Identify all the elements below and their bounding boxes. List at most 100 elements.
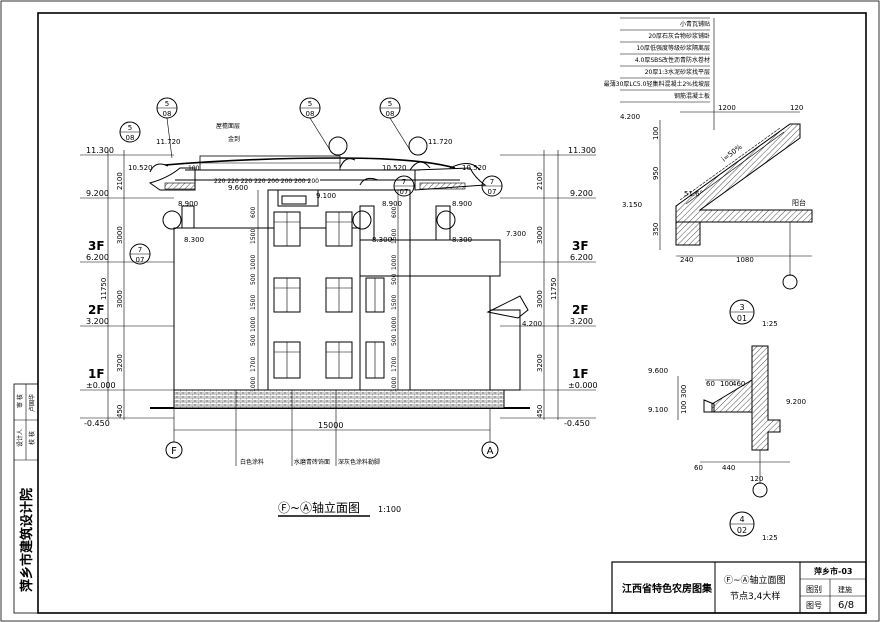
win-dim-6: 1000	[250, 317, 257, 332]
level-8300-c: 8.300	[452, 236, 472, 244]
center-volume	[267, 189, 411, 391]
svg-text:02: 02	[737, 526, 747, 535]
left-dim-3000b: 3000	[116, 290, 124, 308]
win-dim-r5: 1500	[391, 295, 398, 310]
left-level-6200: 6.200	[86, 253, 109, 262]
right-dim-total: 11750	[550, 278, 558, 300]
level-7300: 7.300	[506, 230, 526, 238]
left-level-0: ±0.000	[86, 381, 116, 390]
level-10520-b: 10.520	[382, 164, 407, 172]
strip-checker-label: 校 核	[28, 431, 36, 445]
right-floor-1f: 1F	[572, 367, 589, 381]
win-dim-r7: 500	[391, 334, 398, 346]
left-eave	[148, 167, 196, 191]
layer-6: 最薄30厚LC5.0轻集料混凝土2%找坡层	[604, 80, 710, 88]
d3-level-3150: 3.150	[622, 201, 642, 209]
note-white-paint: 白色涂料	[240, 458, 264, 466]
left-level-column: 11.300 9.200 6.200 3.200 ±0.000 -0.450 3…	[80, 146, 174, 428]
strip-org-name: 萍乡市建筑设计院	[19, 488, 35, 592]
right-dim-3200: 3200	[536, 354, 544, 372]
d4-scale: 1:25	[762, 534, 778, 542]
svg-text:7: 7	[138, 246, 142, 254]
callout-5-08-c: 508	[299, 97, 321, 119]
layer-2: 20厚石灰合物砂浆铺卧	[648, 32, 710, 40]
category-value: 建施	[838, 585, 852, 594]
eave-100: 100	[188, 165, 200, 172]
callout-7-07-b: 707	[393, 175, 415, 197]
callout-7-07-c: 707	[481, 175, 503, 197]
elevation-drawing: 600 1500 1000 500 1500 1000 500 1700 100…	[80, 97, 598, 517]
level-9600: 9.600	[228, 184, 248, 192]
svg-text:5: 5	[128, 124, 132, 132]
level-10520-c: 10.520	[462, 164, 487, 172]
d3-dim-120: 120	[790, 104, 803, 112]
level-8900-c: 8.900	[452, 200, 472, 208]
svg-text:3: 3	[739, 303, 744, 312]
level-10520-a: 10.520	[128, 164, 153, 172]
strip-reviewer-label: 审 核	[16, 394, 24, 408]
d3-dim-1200: 1200	[718, 104, 736, 112]
d4-dim-left-300: 300	[680, 385, 688, 398]
d3-dim-350: 350	[652, 223, 660, 236]
d3-slab	[675, 123, 813, 223]
callout-5-08-d: 508	[379, 97, 401, 119]
inner-border	[37, 12, 867, 614]
svg-text:01: 01	[737, 314, 747, 323]
d4-level-9200: 9.200	[786, 398, 806, 406]
svg-text:07: 07	[488, 188, 497, 196]
category-label: 图别	[806, 585, 822, 594]
svg-text:07: 07	[400, 188, 409, 196]
svg-text:7: 7	[490, 178, 494, 186]
win-dim-4: 500	[250, 273, 257, 285]
sheet-title-2: 节点3,4大样	[730, 590, 780, 602]
title-block: 江西省特色农房图集 Ⓕ~Ⓐ轴立面图 节点3,4大样 萍乡市-03 图别 建施 图…	[611, 561, 867, 614]
left-level-neg: -0.450	[84, 419, 110, 428]
d3-callout: 3 01	[729, 299, 755, 325]
level-8300-b: 8.300	[372, 236, 392, 244]
level-8900-a: 8.900	[178, 200, 198, 208]
d4-level-9600: 9.600	[648, 367, 668, 375]
d3-dim-100: 100	[652, 127, 660, 140]
d3-dim-1080: 1080	[736, 256, 754, 264]
left-level-11300: 11.300	[86, 146, 114, 155]
d4-dim-100: 100	[720, 380, 733, 388]
win-dim-r9: 1000	[391, 377, 398, 392]
right-dim-3000b: 3000	[536, 290, 544, 308]
axis-f: F	[165, 441, 183, 459]
svg-text:07: 07	[136, 256, 145, 264]
left-level-9200: 9.200	[86, 189, 109, 198]
right-level-column: 11.300 9.200 6.200 3.200 ±0.000 -0.450 3…	[500, 146, 598, 428]
windows	[273, 195, 385, 379]
main-roof	[164, 157, 456, 169]
strip-reviewer-name: 卢国华	[28, 394, 36, 412]
layer-3: 10厚低强度等级砂浆隔离层	[636, 44, 710, 52]
layer-1: 小青瓦铺贴	[680, 20, 710, 28]
svg-text:4: 4	[739, 515, 744, 524]
callout-5-08-b: 508	[119, 121, 141, 143]
svg-text:08: 08	[386, 110, 395, 118]
d3-dim-950: 950	[652, 167, 660, 180]
d3-scale: 1:25	[762, 320, 778, 328]
right-level-6200: 6.200	[570, 253, 593, 262]
win-dim-r1: 600	[391, 206, 398, 218]
total-width: 15000	[318, 421, 343, 430]
right-dim-450: 450	[536, 405, 544, 418]
win-dim-7: 500	[250, 334, 257, 346]
d4-level-9100: 9.100	[648, 406, 668, 414]
win-dim-3: 1000	[250, 255, 257, 270]
svg-text:5: 5	[388, 100, 392, 108]
win-dim-8: 1700	[250, 357, 257, 372]
d4-dim-60: 60	[706, 380, 715, 388]
right-upper-wall	[359, 239, 501, 277]
eave-spacing: 220 220 220 220 200 200 200 200	[214, 178, 319, 185]
left-dim-3000a: 3000	[116, 226, 124, 244]
layer-4: 4.0厚SBS改性沥青防水卷材	[635, 56, 710, 64]
callout-5-08-a: 508	[156, 97, 178, 119]
annex-roof	[486, 295, 529, 319]
right-floor-3f: 3F	[572, 239, 589, 253]
level-4200: 4.200	[522, 320, 542, 328]
sheet-title-1: Ⓕ~Ⓐ轴立面图	[724, 574, 786, 586]
note-plinth: 深灰色涂料勒脚	[338, 458, 380, 466]
axis-a: A	[481, 441, 499, 459]
